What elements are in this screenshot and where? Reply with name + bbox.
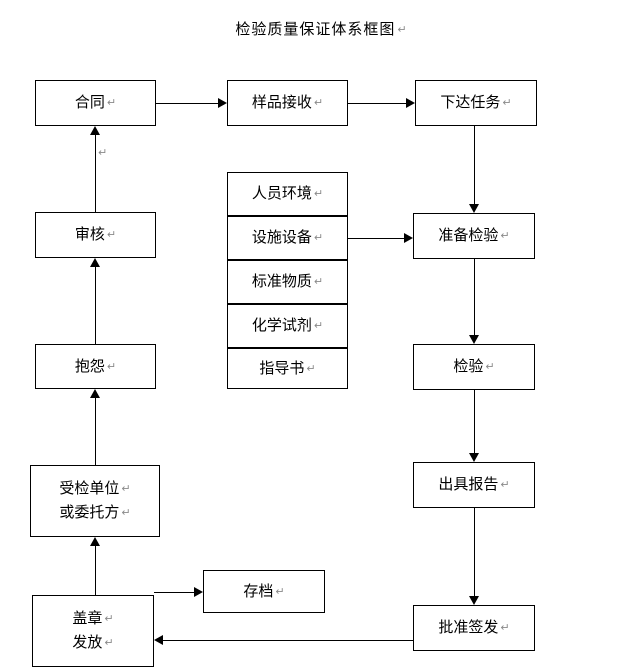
arrowhead-issue-report-to-approve-issue <box>469 596 479 605</box>
return-mark: ↵ <box>121 506 131 519</box>
arrowhead-prepare-test-to-testing <box>469 335 479 344</box>
edge-contract-to-sample-receipt <box>156 103 218 104</box>
node-review-label: 审核↵ <box>74 225 117 243</box>
node-review[interactable]: 审核↵ <box>35 212 156 258</box>
node-archive-label: 存档↵ <box>243 581 285 600</box>
node-personnel-env-label: 人员环境↵ <box>251 184 324 202</box>
node-prepare-test-label: 准备检验↵ <box>438 226 510 244</box>
node-contract-label: 合同↵ <box>74 93 117 111</box>
return-mark: ↵ <box>104 612 114 625</box>
arrowhead-sample-receipt-to-assign-task <box>406 98 415 108</box>
node-client[interactable]: 受检单位↵ 或委托方↵ <box>30 465 160 537</box>
arrowhead-stamp-to-archive <box>194 587 203 597</box>
edge-stamp-to-client <box>95 546 96 595</box>
return-mark: ↵ <box>106 228 117 241</box>
node-issue-report-label: 出具报告↵ <box>438 475 510 493</box>
return-mark: ↵ <box>500 229 510 242</box>
edge-prepare-test-to-testing <box>474 259 475 335</box>
arrowhead-facility-equip-to-prepare-test <box>404 233 413 243</box>
node-chem-reagent[interactable]: 化学试剂↵ <box>227 304 348 348</box>
edge-approve-issue-to-stamp <box>163 640 413 641</box>
arrowhead-assign-task-to-prepare-test <box>469 204 479 213</box>
node-instruction-label: 指导书↵ <box>259 358 316 377</box>
node-contract[interactable]: 合同↵ <box>35 80 156 126</box>
arrowhead-contract-to-sample-receipt <box>218 98 227 108</box>
arrowhead-stamp-to-client <box>90 537 100 546</box>
return-mark: ↵ <box>306 361 316 375</box>
arrowhead-review-to-contract <box>90 126 100 135</box>
arrowhead-approve-issue-to-stamp <box>154 635 163 645</box>
return-mark: ↵ <box>485 360 495 373</box>
return-mark: ↵ <box>313 275 324 288</box>
return-mark-floating: ↵ <box>98 146 108 159</box>
edge-review-to-contract <box>95 135 96 212</box>
node-chem-reagent-label: 化学试剂↵ <box>251 316 324 334</box>
node-client-label-2: 或委托方↵ <box>59 503 131 521</box>
arrowhead-complaint-to-review <box>90 258 100 267</box>
node-stamp-label-2: 发放↵ <box>72 633 114 651</box>
return-mark: ↵ <box>106 359 117 373</box>
node-stamp-issue[interactable]: 盖章↵ 发放↵ <box>32 595 154 667</box>
node-stamp-label-1: 盖章↵ <box>72 609 114 627</box>
page-title-text: 检验质量保证体系框图 <box>235 20 396 38</box>
node-archive[interactable]: 存档↵ <box>203 570 325 613</box>
node-sample-receipt[interactable]: 样品接收↵ <box>227 80 348 126</box>
edge-facility-equip-to-prepare-test <box>348 238 404 239</box>
node-ref-material-label: 标准物质↵ <box>251 272 324 290</box>
edge-client-to-complaint <box>95 398 96 465</box>
node-assign-task[interactable]: 下达任务↵ <box>415 80 537 126</box>
node-issue-report[interactable]: 出具报告↵ <box>413 462 535 508</box>
arrowhead-testing-to-issue-report <box>469 453 479 462</box>
node-complaint-label: 抱怨↵ <box>74 356 117 375</box>
return-mark: ↵ <box>313 96 324 109</box>
return-mark: ↵ <box>313 231 324 244</box>
edge-testing-to-issue-report <box>474 390 475 453</box>
node-testing[interactable]: 检验↵ <box>413 344 535 390</box>
edge-assign-task-to-prepare-test <box>474 126 475 204</box>
return-mark: ↵ <box>106 96 117 109</box>
page-title: 检验质量保证体系框图↵ <box>0 18 643 39</box>
edge-stamp-to-archive <box>154 592 194 593</box>
node-ref-material[interactable]: 标准物质↵ <box>227 260 348 304</box>
return-mark: ↵ <box>275 584 285 598</box>
return-mark: ↵ <box>397 23 408 36</box>
node-testing-label: 检验↵ <box>453 357 495 375</box>
node-prepare-test[interactable]: 准备检验↵ <box>413 213 535 259</box>
node-sample-receipt-label: 样品接收↵ <box>251 93 324 111</box>
node-facility-equip[interactable]: 设施设备↵ <box>227 216 348 260</box>
node-personnel-env[interactable]: 人员环境↵ <box>227 172 348 216</box>
node-approve-issue[interactable]: 批准签发↵ <box>413 605 535 651</box>
return-mark: ↵ <box>500 621 510 634</box>
edge-sample-receipt-to-assign-task <box>348 103 406 104</box>
node-assign-task-label: 下达任务↵ <box>440 93 512 111</box>
return-mark: ↵ <box>502 96 512 109</box>
return-mark: ↵ <box>313 319 324 332</box>
node-facility-equip-label: 设施设备↵ <box>251 228 324 246</box>
return-mark: ↵ <box>500 478 510 491</box>
node-approve-issue-label: 批准签发↵ <box>438 618 510 636</box>
node-client-label-1: 受检单位↵ <box>59 479 131 497</box>
edge-complaint-to-review <box>95 267 96 344</box>
return-mark: ↵ <box>313 187 324 200</box>
node-instruction[interactable]: 指导书↵ <box>227 348 348 389</box>
arrowhead-client-to-complaint <box>90 389 100 398</box>
edge-issue-report-to-approve-issue <box>474 508 475 596</box>
return-mark: ↵ <box>104 636 114 649</box>
return-mark: ↵ <box>121 482 131 495</box>
node-complaint[interactable]: 抱怨↵ <box>35 344 156 389</box>
